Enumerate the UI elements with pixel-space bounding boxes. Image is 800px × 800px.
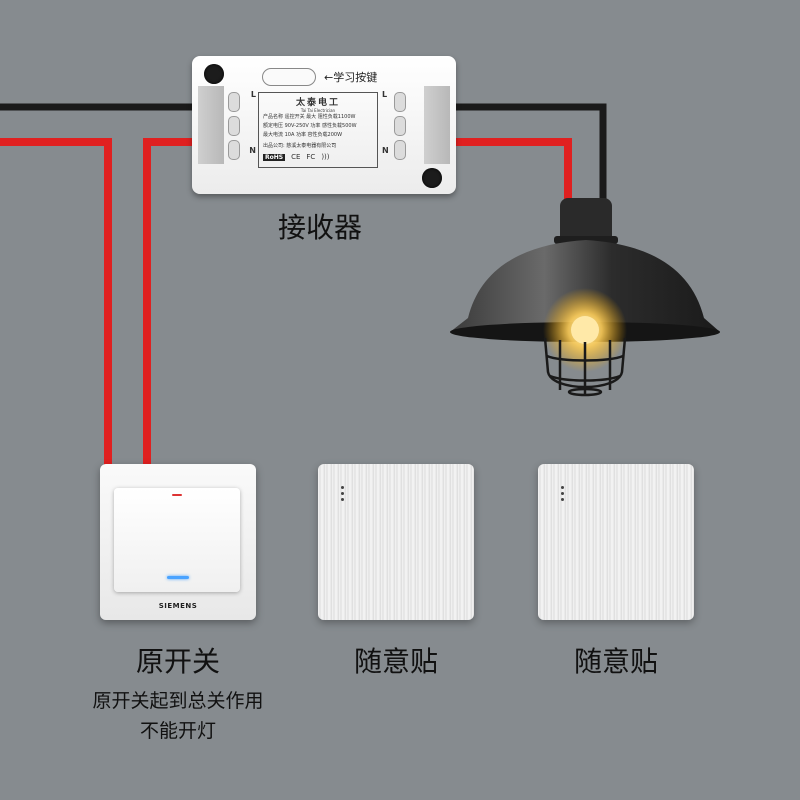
spec-row: 额定电压 90V-250V 功率 感性负载500W (263, 123, 357, 129)
switch-rocker[interactable] (114, 488, 240, 592)
spec-label: 太泰电工 Tai Tai Electrician 产品名称 遥控开关 最大 阻性… (258, 92, 378, 168)
switch-brand: SIEMENS (158, 602, 198, 610)
ce-mark: CE (291, 153, 301, 161)
wireless-switch-2[interactable] (538, 464, 694, 620)
terminal-l-label: L (250, 90, 256, 99)
indicator-dot (172, 494, 182, 496)
indicator-led (167, 576, 189, 579)
lamp-cage (543, 337, 627, 397)
brand-name-en: Tai Tai Electrician (300, 108, 336, 113)
indicator-dots (341, 486, 345, 504)
neutral-wire-right (452, 103, 607, 215)
spec-row: 产品名称 遥控开关 最大 阻性负载1100W (263, 114, 356, 120)
mounting-hole (422, 168, 442, 188)
company-name: 出品公司: 慈溪太泰电器有限公司 (263, 143, 337, 149)
live-wire-input (0, 138, 112, 470)
input-terminal: L N (226, 88, 256, 168)
original-wall-switch[interactable]: SIEMENS (100, 464, 256, 620)
terminal-n-label: N (382, 146, 389, 155)
terminal-n-label: N (249, 146, 256, 155)
rohs-mark: RoHS (263, 153, 286, 161)
wireless-switch-1-label: 随意贴 (353, 645, 438, 678)
receiver-module: L N L N ←学习按键 太泰电工 Tai Tai Electrician 产… (192, 56, 456, 194)
receiver-left-clamp (198, 86, 224, 164)
live-wire-lamp (452, 138, 572, 215)
note-line-1: 原开关起到总关作用 (92, 690, 264, 712)
brand-name: 太泰电工 (295, 98, 340, 108)
learn-button-label: ←学习按键 (324, 71, 378, 84)
spec-row: 最大电流 10A 功率 容性负载200W (263, 132, 343, 138)
note-line-2: 不能开灯 (139, 720, 216, 742)
indicator-dots (561, 486, 565, 504)
wireless-switch-1[interactable] (318, 464, 474, 620)
fc-mark: FC (306, 153, 316, 161)
original-switch-label: 原开关 (135, 645, 220, 678)
wireless-switch-2-label: 随意贴 (573, 645, 658, 678)
wifi-icon: ))) (321, 153, 330, 161)
receiver-right-clamp (424, 86, 450, 164)
mounting-hole (204, 64, 224, 84)
learn-button[interactable] (262, 68, 316, 86)
lamp-socket (560, 198, 612, 244)
receiver-title: 接收器 (277, 211, 362, 244)
output-terminal: L N (382, 88, 422, 168)
live-wire-switched (143, 138, 196, 470)
certification-marks: RoHS CE FC ))) (263, 153, 373, 161)
terminal-l-label: L (382, 90, 388, 99)
